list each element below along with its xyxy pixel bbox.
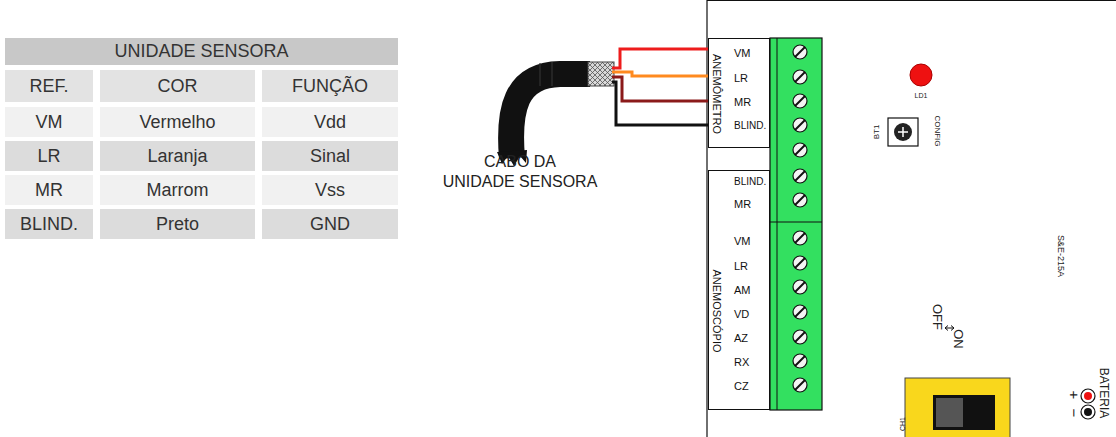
terminal-screw — [793, 94, 807, 108]
table-title: UNIDADE SENSORA — [5, 38, 398, 65]
table-cell: MR — [5, 175, 93, 205]
board-outline — [707, 1, 1116, 437]
table-cell: Vermelho — [100, 107, 255, 137]
terminal-screw — [793, 169, 807, 183]
component-ref: CH1 — [899, 417, 906, 431]
table-cell: VM — [5, 107, 93, 137]
switch-state: OFF — [931, 304, 944, 330]
terminal-screw — [793, 378, 807, 392]
connector-title: ANEMOSCÓPIO — [711, 269, 722, 352]
table-cell: Preto — [100, 209, 255, 239]
pin-name: BLIND. — [734, 121, 766, 131]
led-symbol — [910, 64, 932, 86]
terminal-screw — [793, 330, 807, 344]
button-symbol — [888, 118, 918, 146]
terminal-screw — [793, 70, 807, 84]
pin-name: AZ — [734, 333, 748, 344]
sensor-wires — [612, 49, 710, 125]
pin-name: VD — [734, 309, 749, 320]
pin-name: LR — [734, 261, 748, 272]
table-cell: Marrom — [100, 175, 255, 205]
table-cell: Vdd — [262, 107, 398, 137]
pin-name: MR — [734, 97, 751, 108]
switch-state: ON — [952, 329, 965, 349]
button-label: CONFIG — [933, 115, 941, 146]
connector-title: ANEMÔMETRO — [711, 54, 722, 134]
table-cell: BLIND. — [5, 209, 93, 239]
terminal-screw — [793, 193, 807, 207]
board-model: S&E-215A — [1056, 235, 1065, 277]
terminal-screw — [793, 354, 807, 368]
table-cell: LR — [5, 141, 93, 171]
polarity-sign: + — [1067, 391, 1082, 400]
cable-label: CABO DAUNIDADE SENSORA — [443, 152, 598, 192]
pin-name: VM — [734, 236, 751, 247]
terminal-screw — [793, 280, 807, 294]
pin-name: CZ — [734, 381, 749, 392]
terminal-screw — [793, 45, 807, 59]
terminal-screw — [793, 231, 807, 245]
component-ref: LD1 — [915, 92, 928, 99]
table-header: FUNÇÃO — [262, 70, 398, 102]
polarity-sign: − — [1067, 409, 1082, 418]
connector-panel: ANEMÔMETRO VM LR MR BLIND. — [708, 38, 770, 148]
table-header: REF. — [5, 70, 93, 102]
terminal-block — [770, 38, 822, 410]
table-cell: Laranja — [100, 141, 255, 171]
terminal-screw — [793, 143, 807, 157]
battery-label: BATERIA — [1098, 368, 1110, 418]
terminal-screw — [793, 256, 807, 270]
table-cell: Sinal — [262, 141, 398, 171]
pin-name: RX — [734, 357, 749, 368]
battery-connector — [1081, 389, 1095, 419]
pin-name: AM — [734, 285, 751, 296]
table-cell: Vss — [262, 175, 398, 205]
sensor-cable — [497, 62, 614, 166]
component-ref: BT1 — [873, 125, 881, 140]
pin-name: LR — [734, 73, 748, 84]
terminal-screw — [793, 118, 807, 132]
pin-name: VM — [734, 48, 751, 59]
terminal-screw — [793, 305, 807, 319]
table-cell: GND — [262, 209, 398, 239]
pin-name: BLIND. — [734, 177, 766, 187]
switch-symbol — [905, 326, 1010, 437]
pin-name: MR — [734, 199, 751, 210]
connector-panel: BLIND. MR ANEMOSCÓPIO VM LR AM VD AZ RX CZ — [708, 170, 770, 410]
table-header: COR — [100, 70, 255, 102]
